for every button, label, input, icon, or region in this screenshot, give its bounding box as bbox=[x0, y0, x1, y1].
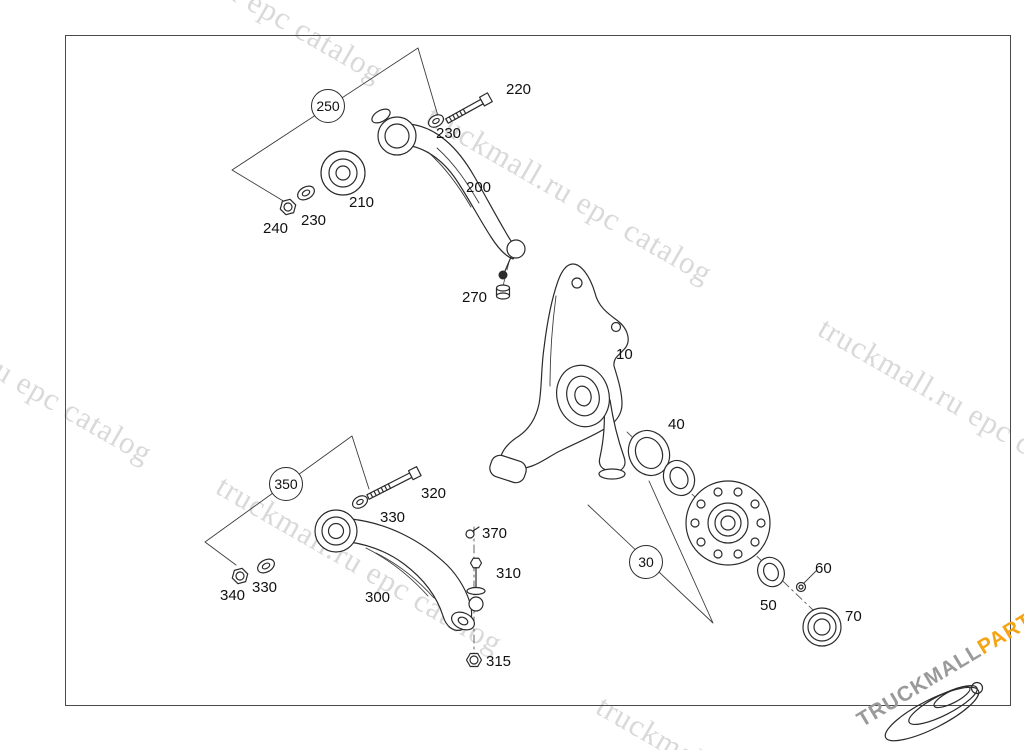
ball-joint-cap bbox=[495, 284, 511, 300]
callout-10: 10 bbox=[616, 346, 633, 363]
callout-230-a: 230 bbox=[436, 125, 462, 142]
seal-ring bbox=[627, 429, 671, 477]
callout-300: 300 bbox=[365, 589, 391, 606]
callout-200: 200 bbox=[466, 179, 492, 196]
upper-control-arm bbox=[371, 108, 526, 280]
callout-330-a: 330 bbox=[380, 509, 406, 526]
callout-50: 50 bbox=[760, 597, 777, 614]
callout-270: 270 bbox=[462, 289, 488, 306]
diagram-frame bbox=[65, 35, 1011, 706]
callout-40: 40 bbox=[668, 416, 685, 433]
callout-210: 210 bbox=[349, 194, 375, 211]
hub-screw bbox=[795, 581, 807, 593]
upper-nut bbox=[279, 198, 297, 216]
callout-250: 250 bbox=[311, 89, 345, 123]
callout-330-b: 330 bbox=[252, 579, 278, 596]
lower-washer-left bbox=[257, 558, 275, 574]
upper-bushing bbox=[320, 150, 366, 196]
callout-70: 70 bbox=[845, 608, 862, 625]
callout-320: 320 bbox=[421, 485, 447, 502]
callout-60: 60 bbox=[815, 560, 832, 577]
lower-washer bbox=[351, 495, 369, 509]
callout-220: 220 bbox=[506, 81, 532, 98]
callout-240: 240 bbox=[263, 220, 289, 237]
callout-310: 310 bbox=[496, 565, 522, 582]
callout-340: 340 bbox=[220, 587, 246, 604]
steering-knuckle bbox=[489, 263, 629, 484]
callout-30: 30 bbox=[629, 545, 663, 579]
lower-nut bbox=[231, 567, 249, 585]
hub-ring bbox=[757, 556, 785, 588]
wheel-hub bbox=[685, 480, 771, 566]
logo-swirl-icon bbox=[884, 681, 984, 742]
upper-washer bbox=[427, 114, 445, 128]
callout-230-b: 230 bbox=[301, 212, 327, 229]
callout-370: 370 bbox=[482, 525, 508, 542]
retaining-clip bbox=[465, 526, 480, 539]
upper-bolt bbox=[445, 92, 493, 124]
callout-315: 315 bbox=[486, 653, 512, 670]
callout-350: 350 bbox=[269, 467, 303, 501]
ball-joint-nut bbox=[465, 652, 483, 668]
bearing-ring bbox=[662, 459, 696, 497]
lower-control-arm bbox=[314, 509, 475, 631]
upper-washer-left bbox=[297, 185, 315, 201]
lower-ball-joint bbox=[466, 557, 486, 612]
hub-cap bbox=[802, 607, 842, 647]
lower-bolt bbox=[366, 466, 422, 500]
